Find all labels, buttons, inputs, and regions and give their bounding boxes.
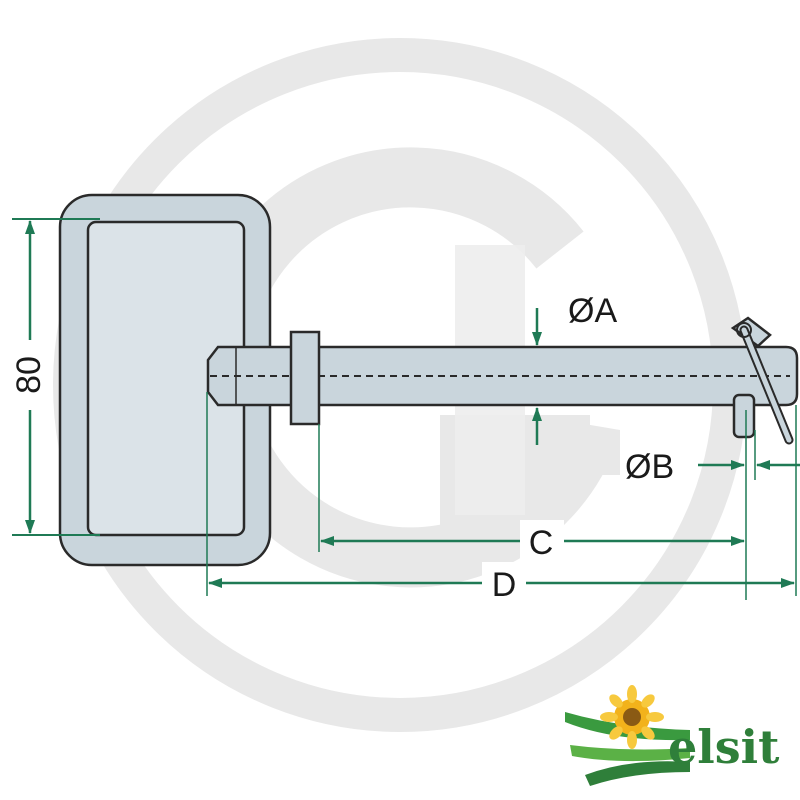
length-c-label: C: [529, 524, 554, 562]
length-d-label: D: [492, 566, 517, 604]
pin-shaft: [206, 345, 799, 407]
handle-ring: [58, 193, 272, 567]
diameter-a-label: ØA: [568, 292, 617, 330]
dimension-length-c: C: [318, 424, 745, 562]
brand-logo: elsit: [565, 685, 780, 786]
height-label: 80: [10, 356, 48, 394]
dimension-diameter-b: ØB: [625, 410, 800, 600]
linch-clip: [730, 316, 794, 445]
pin-collar: [289, 330, 321, 426]
dimension-length-d: D: [206, 392, 797, 604]
diameter-b-label: ØB: [625, 448, 674, 486]
dimension-height: 80: [8, 218, 100, 536]
dimension-diameter-a: ØA: [532, 292, 617, 445]
sun-flower-icon: [600, 685, 664, 749]
logo-wordmark: elsit: [668, 720, 780, 774]
